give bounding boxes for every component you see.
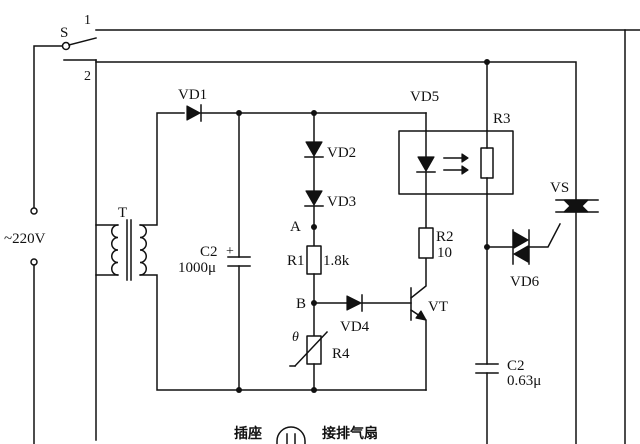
label-r3: R3 <box>493 111 511 127</box>
label-r2: R2 <box>436 229 454 245</box>
mains-input <box>30 45 63 444</box>
diode-vd1 <box>186 104 427 122</box>
label-node-b: B <box>296 296 306 312</box>
label-vd4: VD4 <box>340 319 370 335</box>
label-switch-s: S <box>60 25 68 41</box>
label-vs: VS <box>550 180 569 196</box>
vd4-and-transistor <box>313 257 427 391</box>
zener-branch <box>289 112 329 391</box>
label-r1-value: 1.8k <box>323 253 350 269</box>
label-vd6: VD6 <box>510 274 540 290</box>
label-mains-voltage: ~220V <box>4 231 46 247</box>
label-socket: 插座 <box>234 425 262 442</box>
label-vd2: VD2 <box>327 145 356 161</box>
label-c2-left-value: 1000μ <box>178 260 216 276</box>
capacitor-c2-1000u <box>227 112 251 391</box>
label-r1: R1 <box>287 253 305 269</box>
label-exhaust-fan: 接排气扇 <box>322 425 378 442</box>
label-transformer: T <box>118 205 127 221</box>
label-r2-value: 10 <box>437 245 452 261</box>
label-terminal-1: 1 <box>84 13 91 28</box>
label-c2-left-polarity: + <box>226 244 234 259</box>
label-r4-theta: θ <box>292 330 299 345</box>
label-vd3: VD3 <box>327 194 356 210</box>
label-c2-right: C2 <box>507 358 525 374</box>
label-transistor-vt: VT <box>428 299 448 315</box>
r2-optocoupler <box>398 112 514 259</box>
label-c2-left: C2 <box>200 244 218 260</box>
outer-wiring <box>95 29 626 444</box>
socket-outlet <box>276 426 306 444</box>
switch-s <box>61 29 640 441</box>
junction-dots <box>236 59 490 393</box>
label-node-a: A <box>290 219 301 235</box>
label-c2-right-value: 0.63μ <box>507 373 541 389</box>
label-vd1: VD1 <box>178 87 207 103</box>
label-r4: R4 <box>332 346 350 362</box>
label-vd5: VD5 <box>410 89 439 105</box>
label-terminal-2: 2 <box>84 69 91 84</box>
triac-section <box>475 193 599 444</box>
transformer-t <box>95 112 427 391</box>
